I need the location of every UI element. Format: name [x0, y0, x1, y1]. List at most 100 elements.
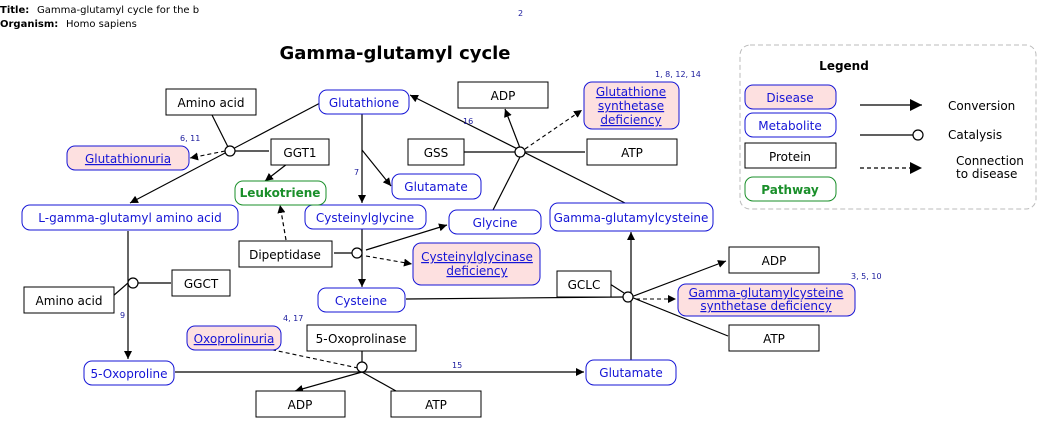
page-ref: 2	[518, 9, 523, 18]
organism-value: Homo sapiens	[66, 19, 137, 30]
ref-gs-deficiency: 1, 8, 12, 14	[655, 70, 701, 79]
legend-catalysis-circle	[912, 129, 924, 141]
node-leukotriene[interactable]: Leukotriene	[234, 180, 327, 206]
node-glycine[interactable]: Glycine	[448, 209, 542, 235]
node-glutamate-bottom[interactable]: Glutamate	[585, 359, 677, 386]
node-adp-bottom[interactable]: ADP	[255, 390, 346, 418]
node-cysteine[interactable]: Cysteine	[317, 287, 406, 313]
svg-text:GGT1: GGT1	[283, 146, 316, 160]
edge-to-adp-top	[504, 108, 521, 149]
svg-text:ATP: ATP	[763, 332, 785, 346]
node-gamma-glutamylcysteine-synthetase-deficiency[interactable]: Gamma-glutamylcysteine synthetase defici…	[677, 283, 856, 317]
metabolite-nodes: Glutathione Glutamate L-gamma-glutamyl a…	[21, 89, 714, 386]
svg-text:Cysteinylglycine: Cysteinylglycine	[316, 211, 414, 225]
catalysis-circle-oxoprolinase	[356, 361, 368, 373]
edge-dipeptidase-to-leukotriene	[277, 204, 287, 241]
node-oxoprolinuria[interactable]: Oxoprolinuria	[186, 325, 282, 351]
edge-to-glutathionuria	[189, 150, 226, 161]
node-ggt1[interactable]: GGT1	[270, 138, 330, 166]
svg-text:synthetase deficiency: synthetase deficiency	[700, 299, 831, 313]
ref-oxoprolinuria: 4, 17	[283, 314, 303, 323]
node-gamma-glutamylcysteine[interactable]: Gamma-glutamylcysteine	[549, 202, 714, 232]
svg-text:Leukotriene: Leukotriene	[240, 186, 321, 200]
ref-edge-16: 16	[463, 117, 473, 126]
svg-text:ADP: ADP	[491, 89, 516, 103]
edge-to-glycine	[365, 223, 448, 251]
ref-edge-15: 15	[452, 361, 462, 370]
edge-glycine-in	[491, 156, 521, 213]
svg-text:Pathway: Pathway	[761, 183, 819, 197]
disease-edges	[189, 109, 676, 369]
svg-text:deficiency: deficiency	[600, 113, 661, 127]
svg-text:Gamma-glutamylcysteine: Gamma-glutamylcysteine	[689, 286, 844, 300]
svg-text:Dipeptidase: Dipeptidase	[249, 248, 321, 262]
node-5-oxoprolinase[interactable]: 5-Oxoprolinase	[306, 324, 417, 352]
legend-disease: Disease	[744, 84, 837, 110]
node-atp-top[interactable]: ATP	[586, 138, 678, 166]
svg-text:Gamma-glutamylcysteine: Gamma-glutamylcysteine	[554, 211, 709, 225]
svg-text:5-Oxoprolinase: 5-Oxoprolinase	[316, 332, 407, 346]
node-5-oxoproline[interactable]: 5-Oxoproline	[83, 360, 175, 386]
legend-catalysis-label: Catalysis	[948, 128, 1002, 142]
diagram-title: Gamma-glutamyl cycle	[279, 43, 510, 64]
node-cysteinylglycinase-deficiency[interactable]: Cysteinylglycinase deficiency	[412, 242, 541, 286]
node-glutathione[interactable]: Glutathione	[318, 89, 410, 115]
edge-ggt1-to-leukotriene	[264, 163, 288, 182]
edge-to-oxoprolinuria	[244, 341, 359, 369]
edge-to-adp-right	[630, 260, 727, 298]
legend: Legend Disease Metabolite Protein Pathwa…	[739, 44, 1037, 210]
ref-edge-7: 7	[354, 168, 359, 177]
ref-edge-9: 9	[120, 311, 125, 320]
edge-to-adp-bottom	[294, 371, 363, 393]
node-ggct[interactable]: GGCT	[171, 269, 231, 297]
catalysis-circle-dipeptidase	[351, 247, 363, 259]
node-atp-right[interactable]: ATP	[728, 324, 820, 352]
svg-text:GSS: GSS	[424, 146, 449, 160]
svg-text:ATP: ATP	[621, 146, 643, 160]
legend-conversion-label: Conversion	[948, 99, 1015, 113]
svg-text:GGCT: GGCT	[184, 277, 219, 291]
edge-to-glutamate-top	[361, 149, 392, 187]
edge-amino-acid-left-out	[112, 282, 129, 297]
node-adp-top[interactable]: ADP	[457, 81, 549, 109]
catalysis-circle-gss	[514, 146, 526, 158]
legend-connection-label-1: Connection	[956, 154, 1024, 168]
svg-text:Glutathionuria: Glutathionuria	[85, 152, 171, 166]
node-gss[interactable]: GSS	[407, 138, 465, 166]
edge-atp-right-in	[630, 296, 729, 337]
node-amino-acid-left[interactable]: Amino acid	[23, 286, 115, 314]
svg-text:5-Oxoproline: 5-Oxoproline	[90, 367, 167, 381]
node-adp-right[interactable]: ADP	[728, 246, 820, 274]
node-dipeptidase[interactable]: Dipeptidase	[238, 240, 333, 268]
legend-metabolite: Metabolite	[744, 112, 837, 138]
node-glutamate-top[interactable]: Glutamate	[391, 173, 482, 200]
ref-glutathionuria: 6, 11	[180, 134, 200, 143]
svg-text:Protein: Protein	[769, 150, 811, 164]
title-value: Gamma-glutamyl cycle for the b	[37, 5, 199, 16]
node-atp-bottom[interactable]: ATP	[390, 390, 482, 418]
edge-aminoacid-in	[211, 114, 231, 152]
svg-text:GCLC: GCLC	[568, 278, 601, 292]
node-l-gamma-glutamyl-amino-acid[interactable]: L-gamma-glutamyl amino acid	[21, 204, 239, 231]
svg-text:Amino acid: Amino acid	[178, 96, 245, 110]
edge-to-gs-deficiency	[524, 109, 583, 150]
svg-text:ADP: ADP	[288, 398, 313, 412]
node-amino-acid-top[interactable]: Amino acid	[165, 88, 257, 116]
node-gclc[interactable]: GCLC	[556, 270, 612, 298]
svg-text:Glycine: Glycine	[473, 216, 518, 230]
catalysis-circles	[127, 145, 634, 373]
node-glutathionuria[interactable]: Glutathionuria	[66, 145, 190, 171]
edge-gclc-catalysis	[609, 283, 625, 294]
node-glutathione-synthetase-deficiency[interactable]: Glutathione synthetase deficiency	[583, 81, 680, 130]
svg-text:synthetase: synthetase	[598, 99, 664, 113]
catalysis-circle-ggt1	[224, 145, 236, 157]
node-cysteinylglycine[interactable]: Cysteinylglycine	[304, 204, 427, 230]
svg-text:ADP: ADP	[762, 254, 787, 268]
svg-text:deficiency: deficiency	[446, 264, 507, 278]
edge-to-cgase-deficiency	[365, 255, 413, 267]
ref-ggcs-deficiency: 3, 5, 10	[851, 272, 882, 281]
svg-text:Disease: Disease	[766, 91, 813, 105]
title-label: Title:	[0, 5, 29, 16]
svg-text:Glutathione: Glutathione	[596, 85, 666, 99]
protein-nodes: Amino acid ADP GGT1 GSS ATP Dipeptidase …	[23, 81, 820, 418]
